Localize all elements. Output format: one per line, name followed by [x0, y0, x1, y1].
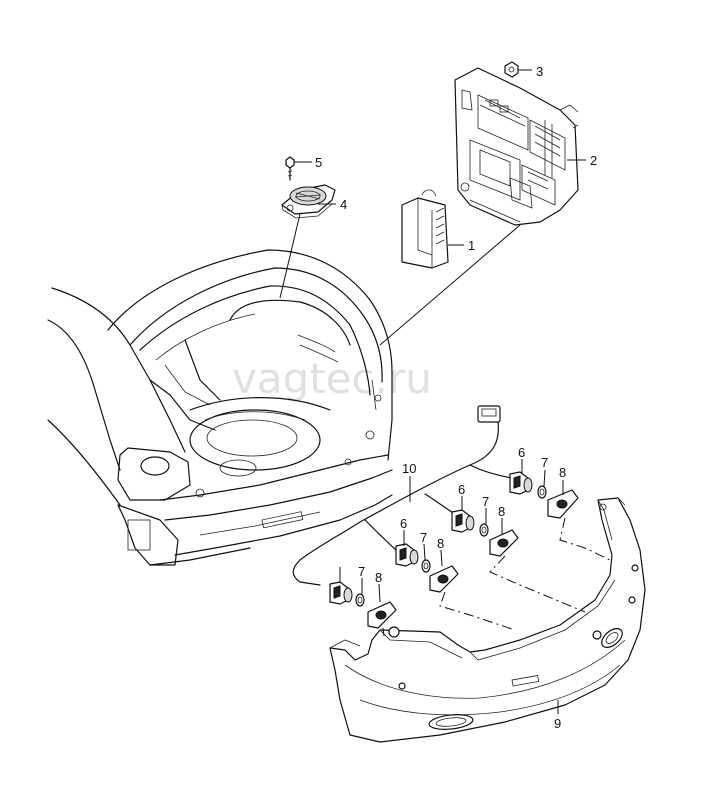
- callout-4: 4: [340, 197, 347, 212]
- callout-labels: 1 2 3 4 5 10 6 7 8 6 7 8 6 7 8 7 8 9: [315, 64, 597, 731]
- callout-1: 1: [468, 238, 475, 253]
- callout-6a: 6: [518, 445, 525, 460]
- callout-7d: 7: [358, 564, 365, 579]
- assembly-alignment-lines: [382, 517, 611, 637]
- callout-8d: 8: [375, 570, 382, 585]
- nut: [504, 61, 519, 78]
- callout-8a: 8: [559, 465, 566, 480]
- bolt: [285, 156, 295, 181]
- rear-bumper-cover: [329, 497, 646, 743]
- callout-6b: 6: [458, 482, 465, 497]
- callout-7c: 7: [420, 530, 427, 545]
- callout-8c: 8: [437, 536, 444, 551]
- parking-sensor-set-b: [451, 509, 519, 557]
- callout-8b: 8: [498, 504, 505, 519]
- parking-sensor-set-d: [329, 581, 397, 629]
- callout-9: 9: [554, 716, 561, 731]
- vehicle-rear-body: [47, 249, 393, 566]
- callout-10: 10: [402, 461, 416, 476]
- callout-7b: 7: [482, 494, 489, 509]
- watermark-text: vagtec.ru: [232, 354, 432, 403]
- parking-sensor-set-c: [395, 543, 459, 593]
- callout-2: 2: [590, 153, 597, 168]
- callout-5: 5: [315, 155, 322, 170]
- wiring-connector-module: [401, 189, 449, 269]
- parking-sensor-set-a: [509, 471, 579, 519]
- leader-lines: [279, 69, 586, 714]
- parking-aid-control-unit: [454, 67, 579, 226]
- warning-buzzer: [281, 184, 336, 219]
- callout-7a: 7: [541, 455, 548, 470]
- callout-3: 3: [536, 64, 543, 79]
- callout-6c: 6: [400, 516, 407, 531]
